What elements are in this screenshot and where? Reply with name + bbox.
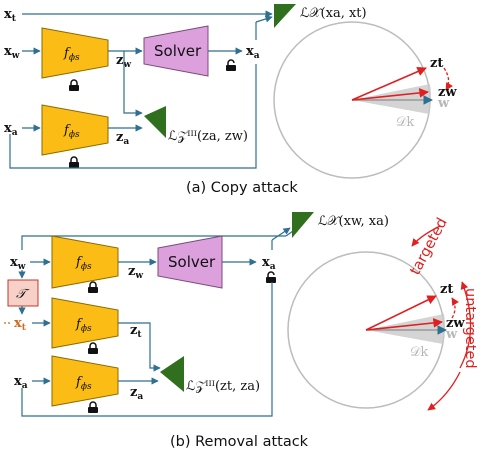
encoder-1-label: fϕs bbox=[63, 46, 80, 63]
za-label-bottom: za bbox=[130, 385, 143, 402]
circle-zw-label-bottom: zw bbox=[446, 316, 465, 331]
xa-feedback-line-bottom bbox=[21, 282, 273, 417]
circle-zt-label-top: zt bbox=[430, 56, 443, 71]
xw-top-line bbox=[21, 235, 286, 250]
loss-x-label-top: ℒ𝒳(xa, xt) bbox=[300, 6, 367, 21]
unlock-icon bbox=[266, 271, 276, 283]
input-xt-bottom: xt bbox=[14, 316, 27, 333]
encoder-2-bottom-label: fϕs bbox=[75, 317, 92, 334]
copy-arc-top bbox=[443, 67, 453, 91]
loss-z-triangle-top bbox=[144, 106, 166, 138]
encoder-1-bottom bbox=[51, 235, 119, 289]
loss-z-label-top: ℒ𝒵ᴵᴵᴵ(za, zw) bbox=[168, 129, 248, 144]
untargeted-label: untargeted bbox=[462, 288, 478, 369]
caption-copy-attack: (a) Copy attack bbox=[186, 180, 298, 196]
lock-icon bbox=[69, 79, 79, 91]
za-label-top: za bbox=[116, 130, 129, 147]
encoder-2-label: fϕs bbox=[63, 123, 80, 140]
untargeted-arc-down bbox=[427, 371, 461, 411]
circle-w-label-bottom: w bbox=[445, 327, 458, 342]
caption-removal-attack: (b) Removal attack bbox=[170, 434, 309, 450]
encoder-2-bottom bbox=[51, 297, 119, 349]
zw-to-lossz-line bbox=[123, 51, 143, 117]
zw-label-top: zw bbox=[116, 53, 131, 70]
circle-w-label-top: w bbox=[437, 96, 450, 111]
solver-label-bottom: Solver bbox=[168, 253, 216, 271]
input-xw-bottom: xw bbox=[10, 255, 26, 272]
zw-label-bottom: zw bbox=[128, 264, 143, 281]
targeted-arc-small bbox=[451, 297, 459, 319]
loss-x-triangle-top bbox=[274, 4, 296, 28]
zw-vector-top bbox=[351, 88, 429, 101]
circle-zw-label-top: zw bbox=[438, 85, 457, 100]
zt-label-bottom: zt bbox=[130, 323, 142, 340]
loss-z-label-bottom: ℒ𝒵ᴵᴵᴵ(zt, za) bbox=[186, 379, 260, 394]
loss-x-triangle-bottom bbox=[292, 212, 314, 238]
copy-attack-panel: xt xw xa fϕs zw Solver xa bbox=[4, 4, 457, 196]
input-xa-top: xa bbox=[4, 121, 18, 138]
xa-feedback-line-top bbox=[9, 64, 257, 169]
encoder-1-bottom-label: fϕs bbox=[75, 255, 92, 272]
input-xa-bottom: xa bbox=[14, 374, 28, 391]
zw-vector-bottom bbox=[365, 318, 443, 331]
xa-out-label-top: xa bbox=[246, 44, 260, 61]
encoder-3-bottom-label: fϕs bbox=[75, 375, 92, 392]
targeted-label: targeted bbox=[407, 215, 450, 277]
removal-attack-panel: xw 𝒯 xt xa fϕs zw Solver xa bbox=[4, 212, 478, 450]
transform-box bbox=[7, 279, 39, 307]
solver-bottom bbox=[157, 235, 223, 289]
xa-to-lossx-line bbox=[255, 15, 273, 23]
input-xt-top: xt bbox=[4, 7, 17, 24]
untargeted-arc-up bbox=[459, 281, 472, 369]
xa-out-label-bottom: xa bbox=[262, 255, 276, 272]
encoder-3-bottom bbox=[51, 355, 119, 407]
unlock-icon bbox=[226, 59, 236, 71]
zt-vector-top bbox=[351, 67, 427, 101]
lock-icon bbox=[88, 401, 98, 413]
encoder-1-top bbox=[41, 27, 109, 79]
encoder-2-top bbox=[41, 104, 109, 156]
dk-region-bottom bbox=[366, 314, 445, 344]
solver-top bbox=[143, 25, 209, 77]
dk-region-top bbox=[352, 84, 431, 114]
lock-icon bbox=[69, 156, 79, 168]
circle-dk-label-top: 𝒟k bbox=[396, 115, 414, 130]
loss-z-triangle-bottom bbox=[160, 356, 184, 392]
solver-label-top: Solver bbox=[154, 42, 202, 60]
targeted-arc-top bbox=[411, 225, 441, 247]
lock-icon bbox=[88, 342, 98, 354]
loss-x-label-bottom: ℒ𝒳(xw, xa) bbox=[318, 214, 389, 229]
xa-to-lossx-line-bottom bbox=[271, 227, 291, 241]
zt-vector-bottom bbox=[365, 295, 437, 331]
circle-dk-label-bottom: 𝒟k bbox=[410, 345, 428, 360]
lock-icon bbox=[88, 281, 98, 293]
input-xw-top: xw bbox=[4, 44, 20, 61]
circle-zt-label-bottom: zt bbox=[440, 282, 453, 297]
zt-to-lossz-line bbox=[118, 322, 161, 372]
